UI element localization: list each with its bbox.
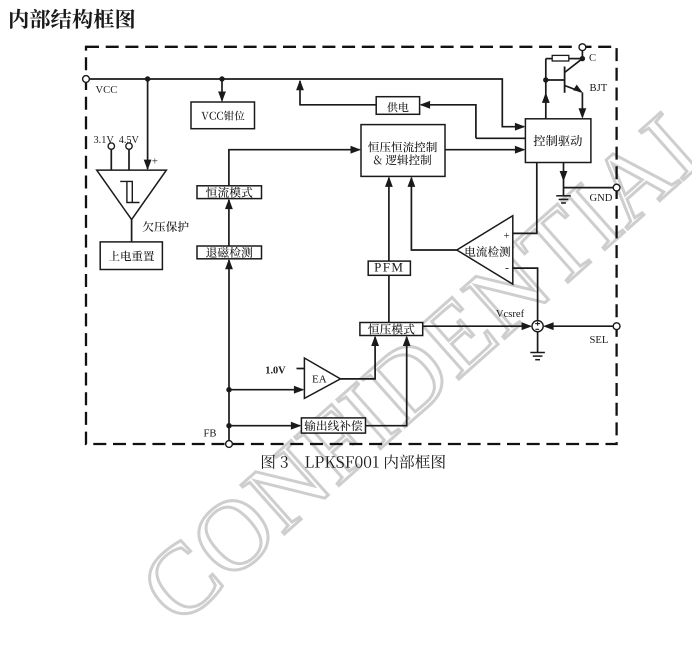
svg-text:VCC: VCC bbox=[96, 85, 118, 96]
svg-text:C: C bbox=[589, 53, 596, 64]
svg-text:+: + bbox=[152, 156, 158, 168]
svg-text:1.0V: 1.0V bbox=[265, 366, 286, 377]
svg-text:SEL: SEL bbox=[590, 335, 609, 346]
svg-text:FB: FB bbox=[204, 429, 217, 440]
svg-text:3.1V: 3.1V bbox=[94, 135, 115, 146]
svg-text:EA: EA bbox=[312, 373, 327, 385]
svg-text:+: + bbox=[504, 230, 510, 242]
svg-text:PFM: PFM bbox=[374, 260, 404, 275]
svg-text:-: - bbox=[505, 261, 509, 275]
svg-text:4.5V: 4.5V bbox=[119, 135, 140, 146]
svg-text:GND: GND bbox=[590, 193, 613, 204]
svg-text:BJT: BJT bbox=[590, 83, 608, 94]
svg-text:Vcsref: Vcsref bbox=[496, 309, 525, 320]
